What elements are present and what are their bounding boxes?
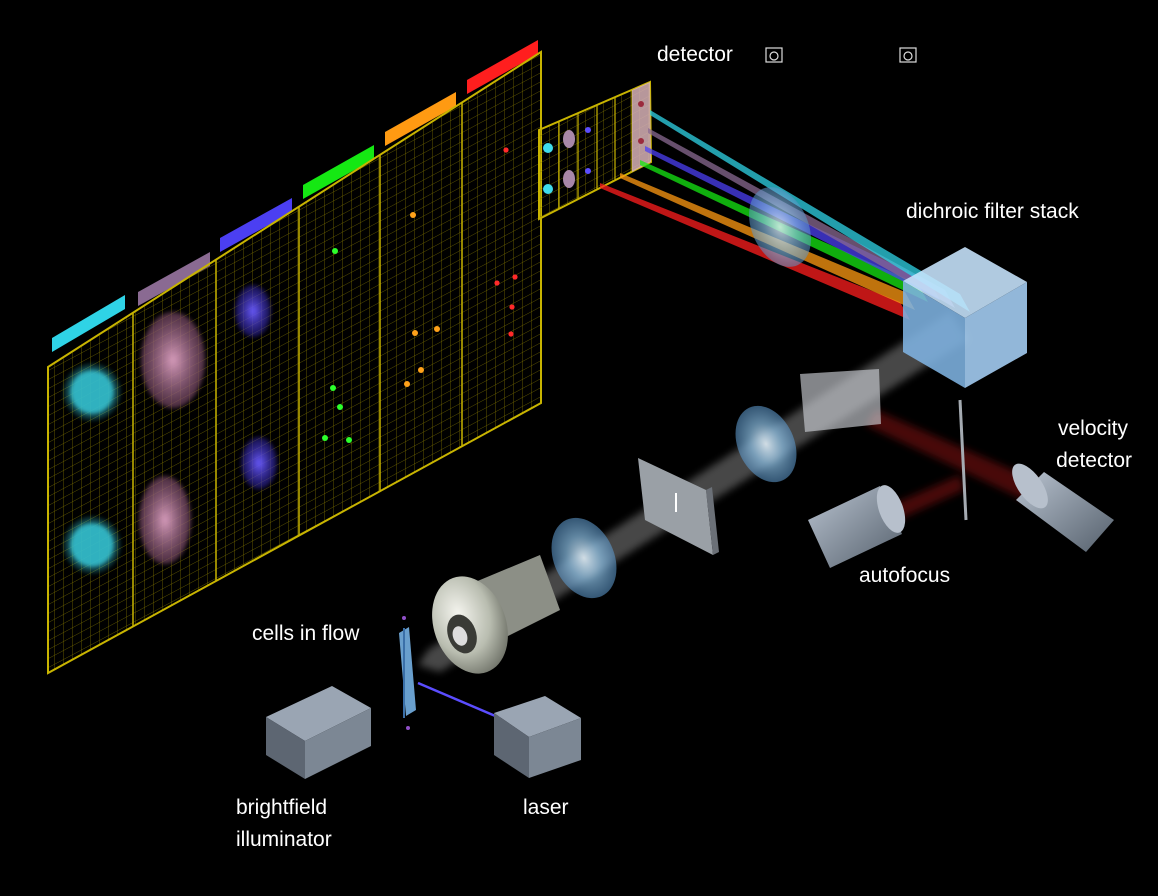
- blue-cell-image: [241, 437, 277, 489]
- channel-color-bar: [385, 92, 456, 146]
- label-detector: detector: [657, 43, 733, 66]
- label-brightfield-illuminator-line2: illuminator: [236, 828, 332, 851]
- brightfield-illuminator-housing: [266, 686, 371, 779]
- label-velocity-detector-line1: velocity: [1057, 417, 1128, 440]
- channel-color-bar: [467, 40, 538, 94]
- channel-color-bar: [220, 198, 292, 252]
- spectral-ray: [650, 110, 970, 312]
- label-brightfield-illuminator-line1: brightfield: [236, 796, 328, 819]
- laser-beam: [417, 681, 501, 720]
- label-laser: laser: [523, 796, 569, 819]
- beam-splitter: [958, 399, 968, 521]
- channel-color-bar: [138, 252, 210, 306]
- tube-lens: [735, 405, 797, 483]
- blue-cell-image: [235, 285, 271, 337]
- label-autofocus: autofocus: [859, 564, 951, 587]
- objective-lens: [432, 555, 560, 674]
- aperture-plate: [638, 458, 719, 555]
- brightfield-cell-image: [141, 312, 205, 408]
- velocity-detector-housing: [1012, 463, 1114, 552]
- detector-icon: [899, 47, 917, 63]
- brightfield-cell-image: [139, 476, 191, 564]
- cyan-cell-image: [64, 364, 120, 420]
- dichroic-filter-cube: [903, 247, 1027, 388]
- laser-housing: [494, 696, 581, 778]
- label-dichroic-filter-stack: dichroic filter stack: [906, 200, 1079, 223]
- cyan-cell-image: [64, 517, 120, 573]
- orange-spot-images: [404, 212, 440, 387]
- channel-color-bars: [52, 40, 538, 352]
- detector-icon: [765, 47, 783, 63]
- image-gallery-panel: [47, 50, 542, 675]
- spectral-ray: [600, 183, 910, 320]
- label-cells-in-flow: cells in flow: [252, 622, 360, 645]
- green-spot-images: [322, 248, 352, 443]
- label-velocity-detector-line2: detector: [1056, 449, 1132, 472]
- red-spot-images: [494, 147, 518, 337]
- autofocus-housing: [808, 485, 906, 568]
- fold-mirror: [800, 369, 881, 432]
- channel-color-bar: [303, 145, 374, 199]
- relay-lens: [551, 517, 617, 599]
- channel-color-bar: [52, 295, 125, 352]
- flow-cell: [399, 616, 416, 730]
- field-lens: [749, 187, 811, 267]
